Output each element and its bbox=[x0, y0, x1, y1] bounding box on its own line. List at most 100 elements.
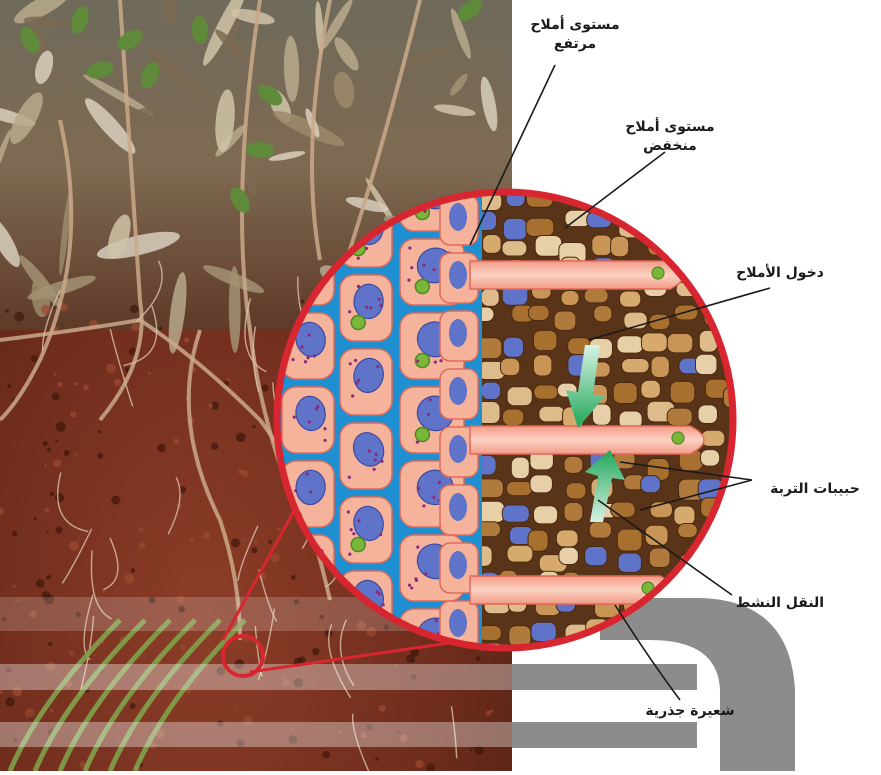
water-droplet bbox=[502, 505, 529, 522]
soil-speck bbox=[98, 430, 101, 433]
dot bbox=[347, 510, 350, 513]
soil-grain bbox=[736, 236, 758, 253]
dot bbox=[435, 619, 438, 622]
nucleus bbox=[351, 538, 365, 552]
soil-speck bbox=[69, 541, 79, 551]
dot bbox=[369, 306, 372, 309]
dot bbox=[374, 453, 377, 456]
soil-grain bbox=[589, 522, 611, 538]
dot bbox=[357, 379, 360, 382]
soil-grain bbox=[667, 408, 692, 425]
soil-grain bbox=[704, 189, 731, 211]
dot bbox=[365, 306, 368, 309]
dot bbox=[315, 407, 318, 410]
dot bbox=[293, 416, 296, 419]
dot bbox=[422, 504, 425, 507]
soil-grain bbox=[479, 625, 502, 640]
soil-grain bbox=[584, 645, 611, 665]
dot bbox=[424, 572, 427, 575]
label-soil-particles: حبيبات التربة bbox=[755, 480, 875, 499]
nucleus bbox=[672, 432, 684, 444]
dot bbox=[348, 553, 351, 556]
soil-speck bbox=[159, 327, 162, 330]
soil-grain bbox=[619, 194, 646, 215]
vacuole bbox=[449, 377, 467, 405]
soil-speck bbox=[13, 585, 16, 588]
dot bbox=[408, 584, 411, 587]
soil-grain bbox=[696, 354, 717, 374]
vacuole bbox=[449, 435, 467, 463]
water-droplet bbox=[650, 210, 671, 230]
soil-grain bbox=[556, 530, 578, 547]
dot bbox=[348, 476, 351, 479]
soil-grain bbox=[500, 358, 519, 376]
soil-speck bbox=[46, 531, 48, 533]
soil-speck bbox=[254, 541, 257, 544]
soil-speck bbox=[69, 651, 74, 656]
dot bbox=[354, 359, 357, 362]
soil-speck bbox=[148, 372, 151, 375]
dot bbox=[306, 472, 309, 475]
soil-grain bbox=[733, 193, 755, 208]
soil-grain bbox=[506, 481, 532, 495]
soil-speck bbox=[5, 309, 9, 313]
dot bbox=[294, 489, 297, 492]
dot bbox=[309, 491, 312, 494]
vacuole bbox=[449, 319, 467, 347]
dot bbox=[374, 458, 377, 461]
soil-grain bbox=[566, 483, 586, 499]
soil-grain bbox=[651, 356, 669, 377]
water-droplet bbox=[531, 622, 556, 641]
dot bbox=[438, 481, 441, 484]
soil-grain bbox=[558, 642, 585, 663]
soil-speck bbox=[211, 443, 218, 450]
soil-speck bbox=[55, 493, 64, 502]
soil-speck bbox=[411, 659, 415, 663]
soil-grain bbox=[735, 362, 754, 377]
soil-grain bbox=[666, 239, 690, 256]
soil-speck bbox=[14, 312, 24, 322]
soil-speck bbox=[130, 305, 139, 314]
dot bbox=[376, 365, 379, 368]
dot bbox=[368, 450, 371, 453]
soil-grain bbox=[503, 409, 524, 426]
soil-speck bbox=[64, 450, 70, 456]
vacuole bbox=[449, 551, 467, 579]
dot bbox=[378, 298, 381, 301]
dot bbox=[348, 310, 351, 313]
soil-speck bbox=[56, 440, 59, 443]
label-active-transport: النقل النشط bbox=[720, 594, 840, 613]
water-droplet bbox=[678, 649, 698, 666]
dot bbox=[365, 247, 368, 250]
dot bbox=[410, 266, 413, 269]
soil-speck bbox=[139, 542, 146, 549]
soil-grain bbox=[729, 306, 748, 325]
soil-grain bbox=[735, 501, 760, 521]
soil-speck bbox=[268, 540, 272, 544]
soil-speck bbox=[470, 749, 473, 752]
soil-grain bbox=[507, 545, 533, 562]
dot bbox=[349, 362, 352, 365]
soil-speck bbox=[415, 760, 423, 768]
soil-grain bbox=[534, 385, 558, 399]
soil-grain bbox=[700, 450, 719, 466]
soil-grain bbox=[617, 529, 642, 551]
soil-grain bbox=[611, 502, 636, 517]
soil-speck bbox=[231, 538, 240, 547]
soil-speck bbox=[61, 452, 63, 454]
dot bbox=[432, 268, 435, 271]
soil-speck bbox=[208, 403, 213, 408]
dot bbox=[355, 381, 358, 384]
soil-grain bbox=[559, 547, 578, 564]
vacuole bbox=[449, 609, 467, 637]
soil-grain bbox=[667, 333, 692, 352]
dot bbox=[308, 420, 311, 423]
soil-grain bbox=[561, 290, 579, 305]
soil-speck bbox=[12, 531, 18, 537]
dot bbox=[323, 439, 326, 442]
soil-grain bbox=[502, 241, 527, 256]
label-high-salt-line1: مستوى أملاح bbox=[500, 16, 650, 35]
label-low-salt-line2: منخفض bbox=[595, 137, 745, 156]
water-droplet bbox=[503, 218, 526, 239]
